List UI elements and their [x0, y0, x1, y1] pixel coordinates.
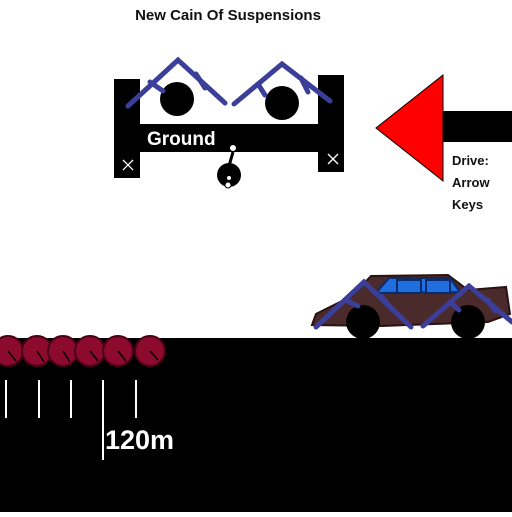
ground-label: Ground [147, 129, 216, 150]
ground-terrain [0, 338, 512, 512]
drive-hint-line: Drive: [452, 153, 489, 168]
ground-beam [114, 124, 344, 152]
x-icon [327, 153, 339, 165]
rig-wheel-left [160, 82, 194, 116]
player-car[interactable] [310, 273, 512, 339]
drive-hint-line: Keys [452, 197, 484, 212]
rig-wheel-right [265, 86, 299, 120]
drive-hint: Drive: Arrow Keys [452, 150, 490, 216]
right-post [318, 75, 344, 172]
distance-ticks [5, 380, 137, 460]
car-wheel-front [451, 305, 485, 339]
wheel-chain [0, 335, 166, 367]
level-title: New Cain Of Suspensions [135, 7, 321, 24]
distance-readout: 120m [105, 425, 175, 455]
suspension-rig [114, 56, 344, 189]
x-icon [122, 159, 134, 171]
left-arrow-icon [375, 73, 512, 183]
car-wheel-rear [346, 305, 380, 339]
hanging-weight [217, 163, 241, 187]
drive-hint-line: Arrow [452, 175, 490, 190]
